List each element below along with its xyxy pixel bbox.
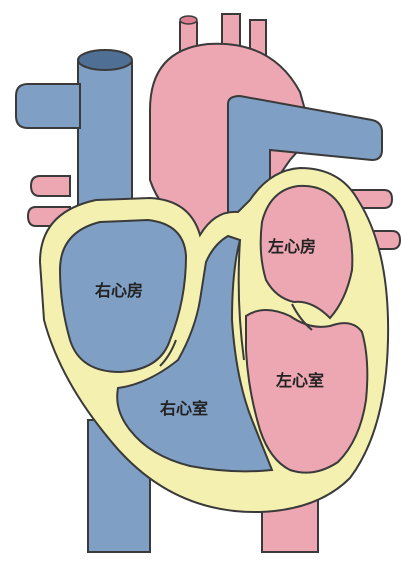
- pulmonary-vein-upper-left: [31, 176, 70, 196]
- pulmonary-artery-left-branch: [16, 84, 80, 128]
- label-left-atrium: 左心房: [267, 237, 316, 256]
- vena-cava-opening: [78, 50, 132, 70]
- label-right-atrium: 右心房: [95, 281, 143, 300]
- label-right-ventricle: 右心室: [160, 399, 208, 418]
- aorta-branch-1-opening: [180, 16, 197, 24]
- label-left-ventricle: 左心室: [275, 371, 324, 390]
